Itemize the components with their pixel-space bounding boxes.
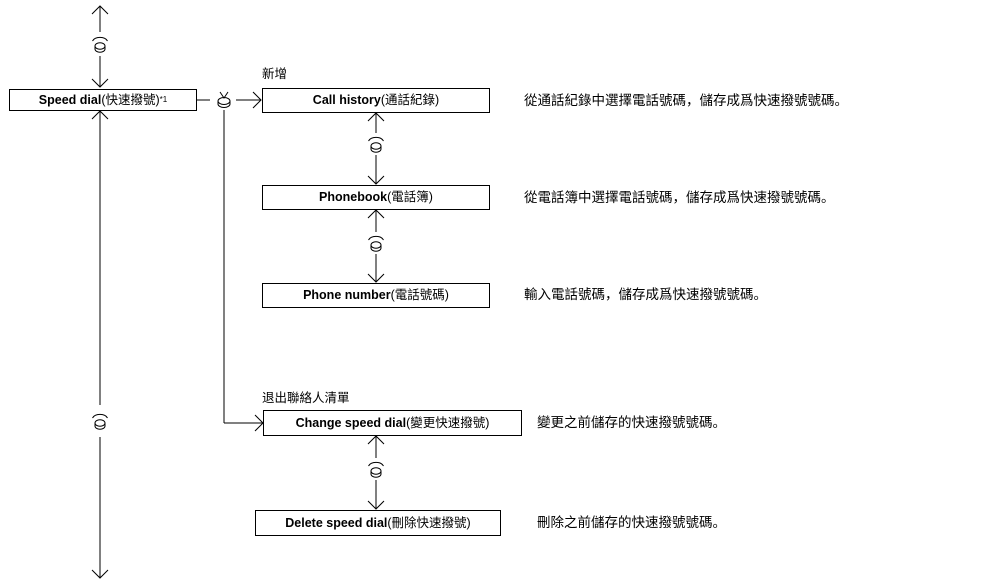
call-history-label: Call history [312, 93, 381, 108]
rotary-knob-icon [92, 36, 108, 53]
footnote-marker: *1 [159, 95, 168, 104]
speed-dial-label: Speed dial [38, 92, 102, 107]
call-history-label-cn: (通話紀錄) [380, 93, 440, 108]
call-history-box: Call history (通話紀錄) [262, 88, 490, 113]
change-speed-dial-box: Change speed dial (變更快速撥號) [263, 410, 522, 436]
delete-speed-dial-box: Delete speed dial (刪除快速撥號) [255, 510, 501, 536]
call-history-description: 從通話紀錄中選擇電話號碼，儲存成爲快速撥號號碼。 [524, 93, 848, 108]
rotary-knob-icon [368, 136, 384, 153]
change-speed-dial-label-cn: (變更快速撥號) [406, 415, 490, 430]
phonebook-description: 從電話簿中選擇電話號碼，儲存成爲快速撥號號碼。 [524, 190, 835, 205]
phone-number-label: Phone number [303, 288, 391, 303]
rotary-knob-icon [368, 461, 384, 478]
phone-number-box: Phone number (電話號碼) [262, 283, 490, 308]
speed-dial-box: Speed dial (快速撥號) *1 [9, 89, 197, 111]
speed-dial-label-cn: (快速撥號) [101, 92, 160, 107]
rotary-knob-icon [368, 235, 384, 252]
add-section-label: 新增 [262, 67, 288, 81]
delete-speed-dial-description: 刪除之前儲存的快速撥號號碼。 [537, 515, 726, 530]
knob-press-icon [217, 91, 231, 108]
phone-number-label-cn: (電話號碼) [390, 288, 449, 303]
phonebook-label: Phonebook [319, 190, 388, 205]
delete-speed-dial-label-cn: (刪除快速撥號) [387, 515, 471, 530]
phonebook-box: Phonebook (電話簿) [262, 185, 490, 210]
change-speed-dial-label: Change speed dial [295, 415, 407, 430]
rotary-knob-icon [92, 413, 108, 430]
phone-number-description: 輸入電話號碼，儲存成爲快速撥號號碼。 [524, 287, 767, 302]
exit-section-label: 退出聯絡人清單 [262, 391, 350, 405]
phonebook-label-cn: (電話簿) [387, 190, 433, 205]
delete-speed-dial-label: Delete speed dial [285, 515, 388, 530]
change-speed-dial-description: 變更之前儲存的快速撥號號碼。 [537, 415, 726, 430]
